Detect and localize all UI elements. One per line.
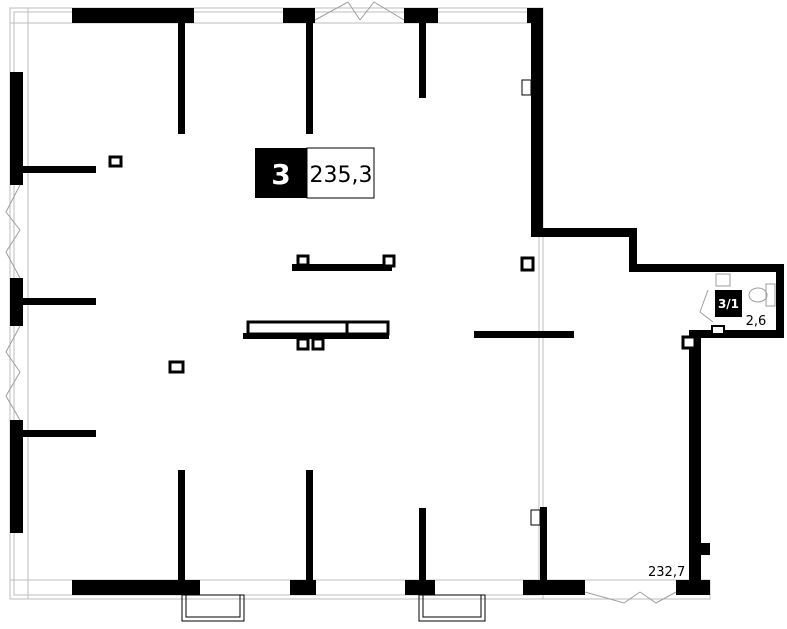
room-number-badge <box>255 148 307 198</box>
room-label-wc: 3/1 2,6 <box>715 290 766 329</box>
room-area-box <box>306 147 375 199</box>
wc-area: 2,6 <box>746 314 767 329</box>
window-frame <box>9 7 711 600</box>
counter <box>246 320 390 336</box>
toilet-icon <box>748 287 768 303</box>
columns <box>108 155 697 374</box>
wc-fixtures <box>711 273 776 335</box>
room-label-main: 3 235,3 <box>255 147 375 199</box>
wc-number: 3/1 <box>718 297 739 311</box>
equipment <box>521 79 541 526</box>
exterior-walls <box>10 8 784 595</box>
room-area: 235,3 <box>310 163 373 188</box>
total-area: 232,7 <box>648 565 685 580</box>
room-number: 3 <box>271 158 290 191</box>
doors <box>5 1 714 604</box>
interior-walls <box>22 22 574 581</box>
wc-number-badge <box>715 290 742 317</box>
bay-windows <box>181 594 486 622</box>
